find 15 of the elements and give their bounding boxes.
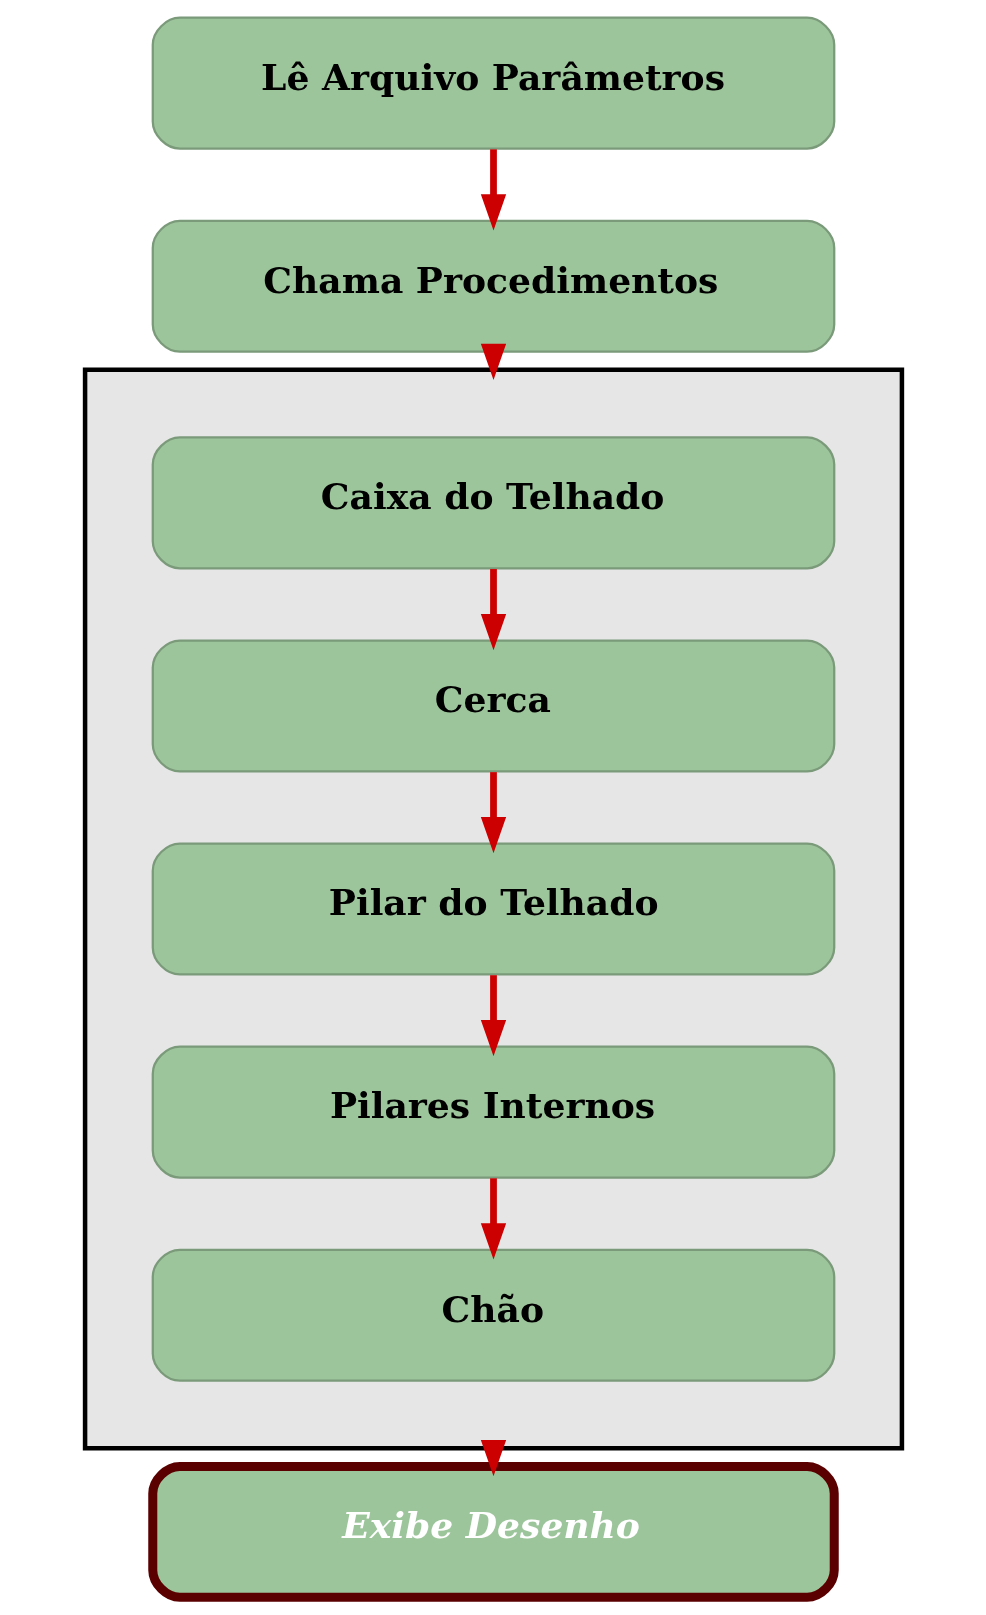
arrow xyxy=(480,975,506,1057)
arrow xyxy=(480,1178,506,1260)
cluster xyxy=(82,367,904,1451)
arrow xyxy=(480,343,506,380)
node-box: Cerca xyxy=(151,639,835,773)
arrow xyxy=(480,1440,506,1477)
node-box: Lê Arquivo Parâmetros xyxy=(151,16,835,150)
node-box: Chão xyxy=(151,1248,835,1382)
node-box: Exibe Desenho xyxy=(147,1461,839,1602)
arrow xyxy=(480,569,506,651)
node-box: Caixa do Telhado xyxy=(151,436,835,570)
arrow xyxy=(480,772,506,854)
node-box: Pilar do Telhado xyxy=(151,842,835,976)
node-box: Pilares Internos xyxy=(151,1045,835,1179)
arrow xyxy=(480,149,506,231)
